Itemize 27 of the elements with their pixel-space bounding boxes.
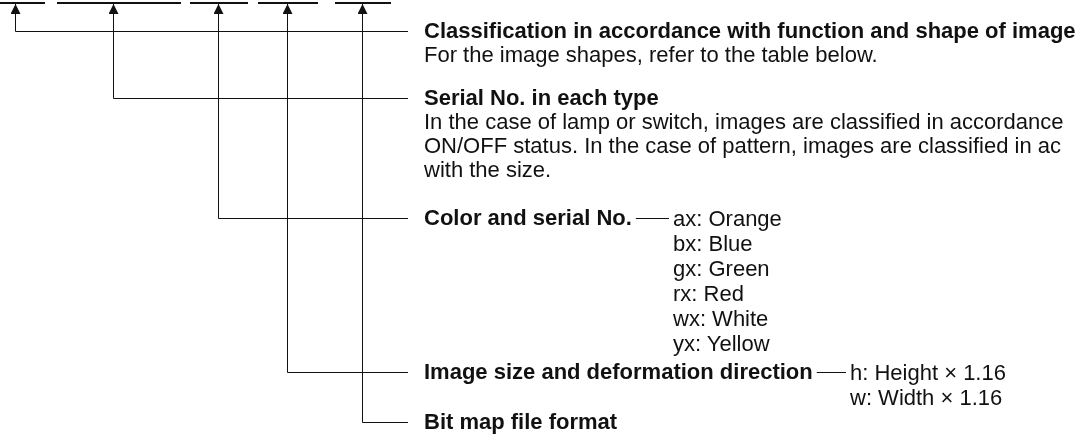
underline-bar — [258, 2, 318, 4]
underline-bar — [57, 2, 181, 4]
list-item: h: Height × 1.16 — [850, 360, 1006, 385]
entry-heading: Classification in accordance with function and shape of image — [424, 19, 1077, 43]
entry-description: In the case of lamp or switch, images are classified in accordance ON/OFF status. In the case of pattern, images are classified in ac with the size. — [424, 110, 1065, 182]
leader-arrow — [10, 3, 409, 32]
list-item: yx: Yellow — [673, 331, 771, 356]
entry-heading: Bit map file format — [424, 410, 618, 434]
entry-heading: Image size and deformation direction — [424, 360, 813, 384]
entry-heading: Color and serial No. — [424, 206, 632, 230]
leader-arrow — [282, 3, 409, 373]
underline-bar — [190, 2, 248, 4]
connector-line — [635, 218, 670, 219]
connector-line — [816, 372, 847, 373]
underline-bar — [0, 2, 45, 4]
list-item: gx: Green — [673, 256, 771, 281]
list-item: w: Width × 1.16 — [850, 385, 1004, 410]
leader-arrow — [213, 3, 409, 219]
list-item: rx: Red — [673, 281, 745, 306]
underline-bar — [335, 2, 391, 4]
leader-arrow — [357, 3, 409, 423]
list-item: ax: Orange — [673, 206, 782, 231]
entry-description: For the image shapes, refer to the table below. — [424, 43, 879, 67]
list-item: bx: Blue — [673, 231, 754, 256]
leader-arrow — [108, 3, 409, 99]
list-item: wx: White — [673, 306, 770, 331]
entry-heading: Serial No. in each type — [424, 86, 660, 110]
